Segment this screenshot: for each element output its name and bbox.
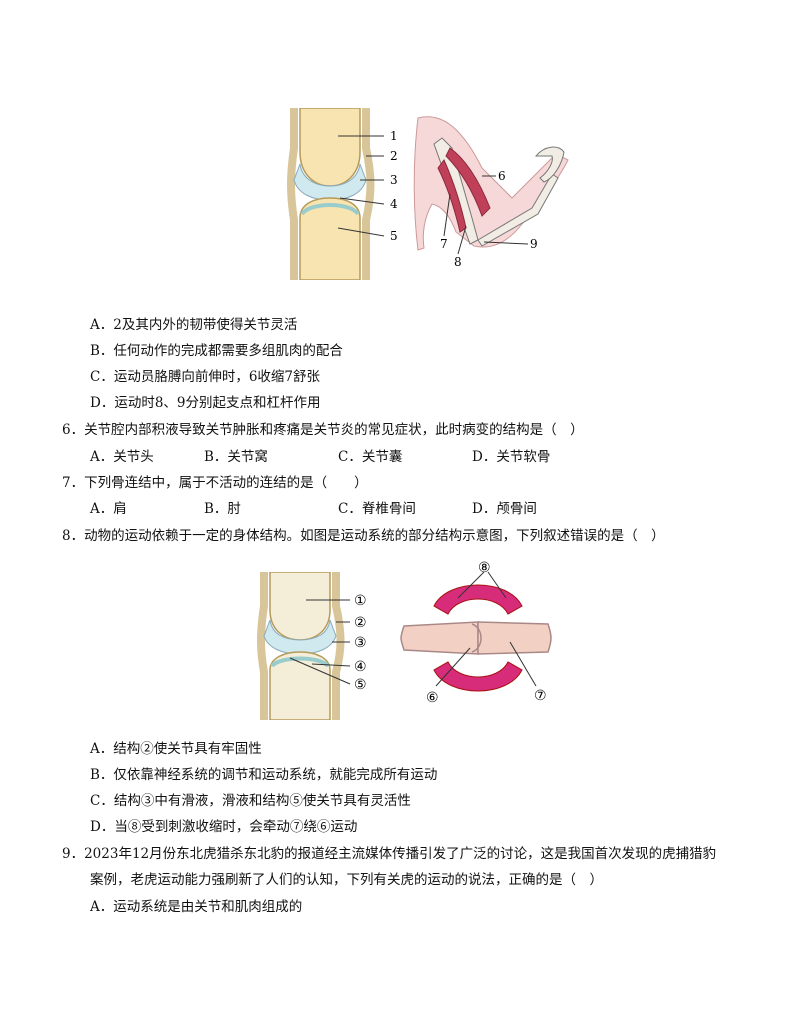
q5-option-c: C．运动员胳膊向前伸时，6收缩7舒张 [90, 369, 321, 385]
q7-option-b: B．肘 [204, 501, 241, 517]
joint2-label-1: ① [354, 593, 367, 609]
arm-label-8: 8 [454, 255, 462, 269]
q6-option-b: B．关节窝 [204, 449, 268, 465]
arm-muscle-diagram: 6 7 8 9 [413, 116, 569, 269]
joint-diagram-2: ① ② ③ ④ ⑤ [257, 572, 367, 720]
joint2-label-3: ③ [354, 635, 367, 651]
joint-diagram-1: 1 2 3 4 5 [287, 108, 398, 280]
q5-option-d: D．运动时8、9分别起支点和杠杆作用 [90, 395, 321, 411]
q7-option-a: A．肩 [90, 501, 127, 517]
joint1-label-3: 3 [390, 173, 398, 187]
q8-option-a: A．结构②使关节具有牢固性 [90, 741, 262, 757]
joint1-label-1: 1 [390, 129, 398, 143]
arm-label-6: 6 [498, 169, 506, 183]
joint1-label-5: 5 [390, 229, 398, 243]
q7-stem: 7．下列骨连结中，属于不活动的连结的是（ ） [62, 475, 368, 491]
q9-stem-line2: 案例，老虎运动能力强刷新了人们的认知，下列有关虎的运动的说法，正确的是（ ） [90, 872, 603, 888]
q8-option-c: C．结构③中有滑液，滑液和结构⑤使关节具有灵活性 [90, 793, 411, 809]
q6-option-a: A．关节头 [90, 449, 154, 465]
q7-option-d: D．颅骨间 [472, 501, 537, 517]
q8-option-b: B．仅依靠神经系统的调节和运动系统，就能完成所有运动 [90, 767, 438, 783]
q6-option-d: D．关节软骨 [472, 449, 551, 465]
q6-stem: 6．关节腔内部积液导致关节肿胀和疼痛是关节炎的常见症状，此时病变的结构是（ ） [62, 422, 584, 438]
q9-stem-line1: 9．2023年12月份东北虎猎杀东北豹的报道经主流媒体传播引发了广泛的讨论，这是… [62, 846, 717, 862]
arm-label-7: 7 [440, 237, 448, 251]
joint2-label-2: ② [354, 615, 367, 631]
q7-option-c: C．脊椎骨间 [338, 501, 416, 517]
q6-options: A．关节头 B．关节窝 C．关节囊 D．关节软骨 [0, 448, 794, 466]
q8-stem: 8．动物的运动依赖于一定的身体结构。如图是运动系统的部分结构示意图，下列叙述错误… [62, 528, 665, 544]
q5-option-a: A．2及其内外的韧带使得关节灵活 [90, 317, 298, 333]
muscle-bone-model: ⑧ ⑥ ⑦ [400, 560, 552, 706]
q9-option-a: A．运动系统是由关节和肌肉组成的 [90, 899, 303, 915]
model-label-8: ⑧ [478, 560, 491, 576]
joint1-label-2: 2 [390, 149, 398, 163]
q7-options: A．肩 B．肘 C．脊椎骨间 D．颅骨间 [0, 500, 794, 518]
q8-option-d: D．当⑧受到刺激收缩时，会牵动⑦绕⑥运动 [90, 819, 358, 835]
joint2-label-5: ⑤ [354, 677, 367, 693]
arm-label-9: 9 [530, 237, 538, 251]
model-label-7: ⑦ [534, 688, 547, 704]
q6-option-c: C．关节囊 [338, 449, 403, 465]
joint2-label-4: ④ [354, 659, 367, 675]
q5-option-b: B．任何动作的完成都需要多组肌肉的配合 [90, 343, 343, 359]
model-label-6: ⑥ [426, 690, 439, 706]
joint1-label-4: 4 [390, 197, 398, 211]
